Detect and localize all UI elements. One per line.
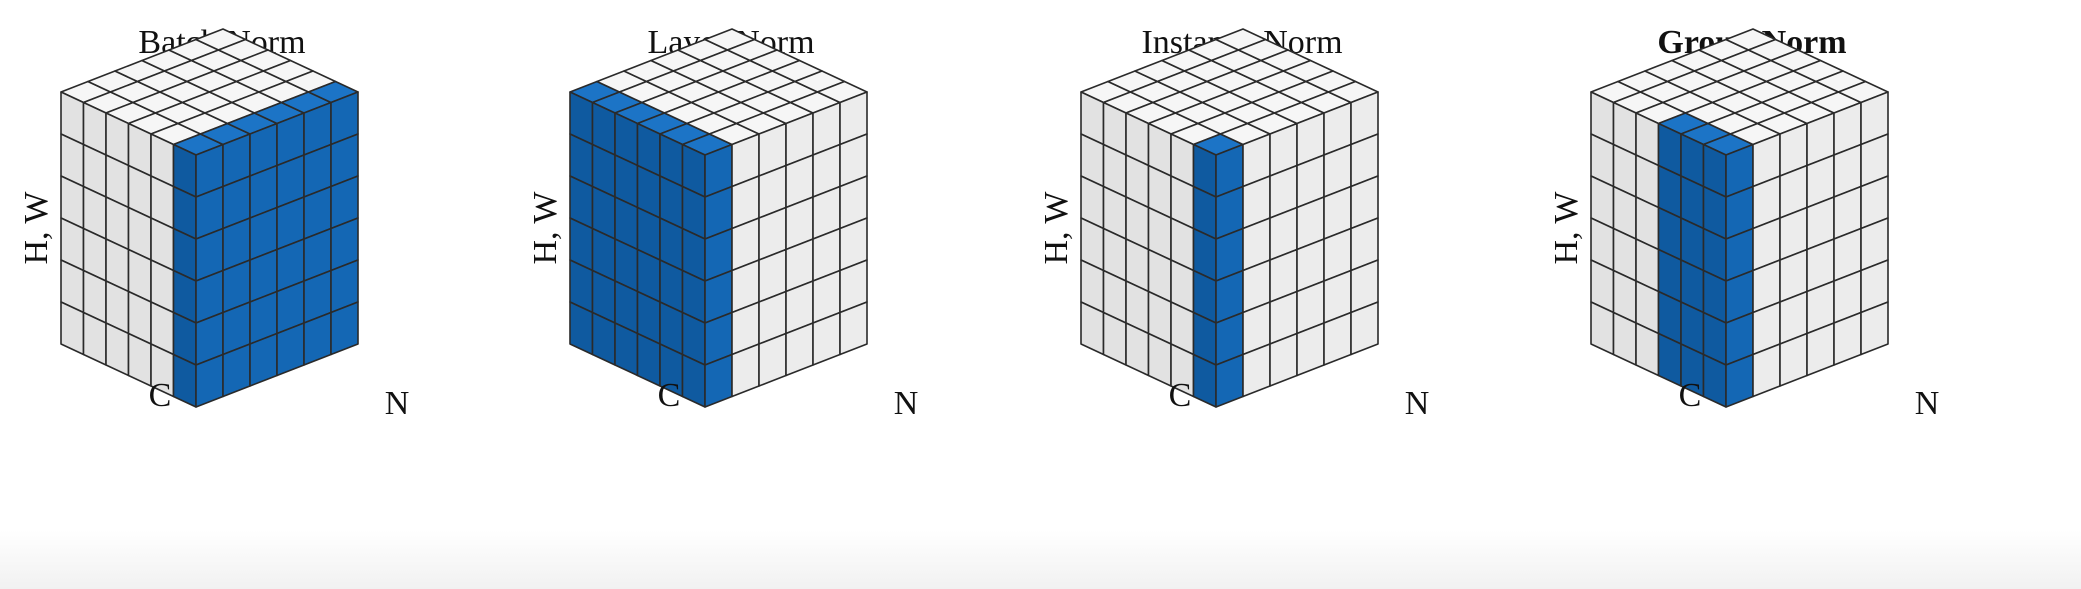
c-axis-label: C bbox=[658, 377, 681, 414]
tensor-cell bbox=[839, 301, 868, 356]
n-axis-label: N bbox=[1405, 385, 1430, 422]
tensor-cell bbox=[1860, 301, 1889, 356]
n-axis-label: N bbox=[385, 385, 410, 422]
tensor-cube bbox=[1080, 28, 1379, 408]
hw-axis-label: H, W bbox=[1038, 191, 1075, 265]
tensor-cube bbox=[60, 28, 359, 408]
c-axis-label: C bbox=[149, 377, 172, 414]
hw-axis-label: H, W bbox=[18, 191, 55, 265]
c-axis-label: C bbox=[1169, 377, 1192, 414]
normalized-cell bbox=[330, 301, 359, 356]
tensor-cube bbox=[1590, 28, 1889, 408]
hw-axis-label: H, W bbox=[1548, 191, 1585, 265]
n-axis-label: N bbox=[894, 385, 919, 422]
n-axis-label: N bbox=[1915, 385, 1940, 422]
tensor-cube bbox=[569, 28, 868, 408]
c-axis-label: C bbox=[1679, 377, 1702, 414]
hw-axis-label: H, W bbox=[527, 191, 564, 265]
tensor-cell bbox=[1350, 301, 1379, 356]
